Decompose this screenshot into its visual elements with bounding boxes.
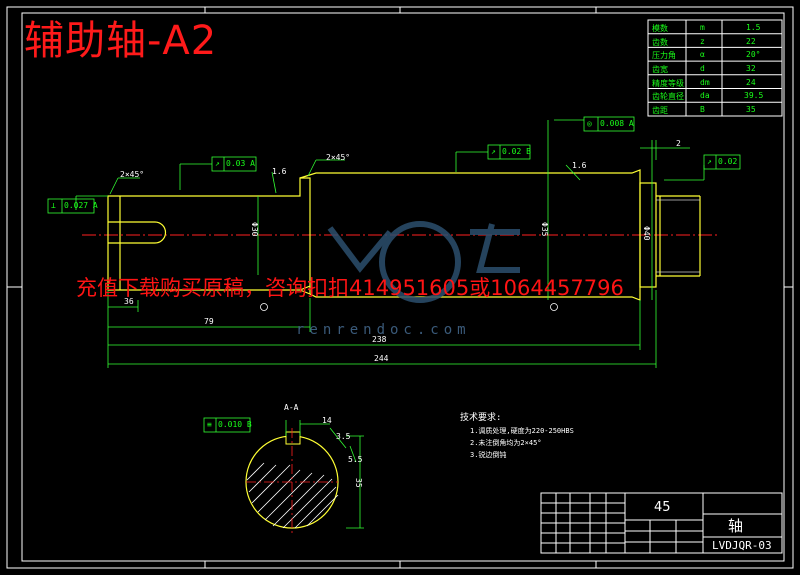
dim-79-label: 79 xyxy=(204,317,214,326)
param-name: 压力角 xyxy=(652,51,676,60)
param-symbol: α xyxy=(700,50,705,59)
param-value: 32 xyxy=(746,64,756,73)
diameter-b-label: Φ35 xyxy=(540,222,549,237)
section-depth: 5.5 xyxy=(348,455,363,464)
param-name: 齿数 xyxy=(652,38,668,47)
chamfer-mid-label: 2×45° xyxy=(326,153,351,162)
section-label: A-A xyxy=(284,403,299,412)
param-symbol: z xyxy=(700,37,705,46)
diameter-a-label: Φ30 xyxy=(250,222,259,237)
shaft-outline xyxy=(107,169,701,301)
section-dim-35: 35 xyxy=(354,478,363,488)
dim-36-label: 36 xyxy=(124,297,134,306)
tolerance-c: 0.008 A xyxy=(600,119,634,128)
param-table-grid xyxy=(647,19,783,117)
drawing-number: LVDJQR-03 xyxy=(712,539,772,552)
param-name: 齿宽 xyxy=(652,65,668,74)
note-item: 2.未注倒角均为2×45° xyxy=(470,439,542,447)
param-value: 22 xyxy=(746,37,756,46)
watermark-url: renrendoc.com xyxy=(296,322,471,338)
param-value: 20° xyxy=(746,50,761,59)
param-name: 齿轮直径 xyxy=(652,92,684,101)
runout-symbol: ↗ xyxy=(215,159,220,168)
param-name: 齿距 xyxy=(652,106,668,115)
datum-markers xyxy=(260,303,558,311)
param-name: 模数 xyxy=(652,24,668,33)
param-value: 24 xyxy=(746,78,756,87)
roughness-label: 1.6 xyxy=(572,161,587,170)
param-value: 35 xyxy=(746,105,756,114)
border-ticks xyxy=(7,7,793,568)
dimension-lines xyxy=(75,119,705,368)
tolerance-section: 0.010 B xyxy=(218,420,252,429)
dim-244-label: 244 xyxy=(374,354,389,363)
param-symbol: m xyxy=(700,23,705,32)
param-symbol: B xyxy=(700,105,705,114)
drawing-title: 辅助轴-A2 xyxy=(24,18,218,64)
title-block-grid xyxy=(540,492,783,554)
section-roughness: 3.5 xyxy=(336,432,351,441)
material-label: 45 xyxy=(654,500,671,515)
dim-238-label: 238 xyxy=(372,335,387,344)
watermark-logo xyxy=(327,221,520,303)
tolerance-a: 0.03 A xyxy=(226,159,255,168)
watermark-contact-text: 充值下载购买原稿，咨询扣扣414951605或1064457796 xyxy=(76,276,624,300)
section-dim-14: 14 xyxy=(322,416,332,425)
tolerance-frames xyxy=(47,116,741,433)
tolerance-left: 0.027 A xyxy=(64,201,98,210)
tolerance-d: 0.02 xyxy=(718,157,738,166)
param-symbol: da xyxy=(700,91,710,100)
param-value: 39.5 xyxy=(744,91,764,100)
coaxiality-symbol: ◎ xyxy=(587,119,592,128)
part-name: 轴 xyxy=(728,517,744,535)
dim-2-label: 2 xyxy=(676,139,681,148)
chamfer-left-label: 2×45° xyxy=(120,170,145,179)
param-symbol: d xyxy=(700,64,705,73)
roughness-label: 1.6 xyxy=(272,167,287,176)
tolerance-b: 0.02 B xyxy=(502,147,531,156)
param-symbol: dm xyxy=(700,78,710,87)
runout-symbol: ↗ xyxy=(707,157,712,166)
section-view xyxy=(245,420,364,536)
param-name: 精度等级 xyxy=(652,79,684,88)
note-item: 1.调质处理,硬度为220-250HBS xyxy=(470,427,574,435)
param-value: 1.5 xyxy=(746,23,761,32)
perpendicularity-symbol: ⊥ xyxy=(51,201,56,210)
runout-symbol: ↗ xyxy=(491,147,496,156)
diameter-c-label: Φ40 xyxy=(642,226,651,241)
shaft-thin-lines xyxy=(656,199,700,273)
notes-heading: 技术要求: xyxy=(460,413,502,423)
symmetry-symbol: ≡ xyxy=(207,420,212,429)
note-item: 3.锐边倒钝 xyxy=(470,451,507,459)
